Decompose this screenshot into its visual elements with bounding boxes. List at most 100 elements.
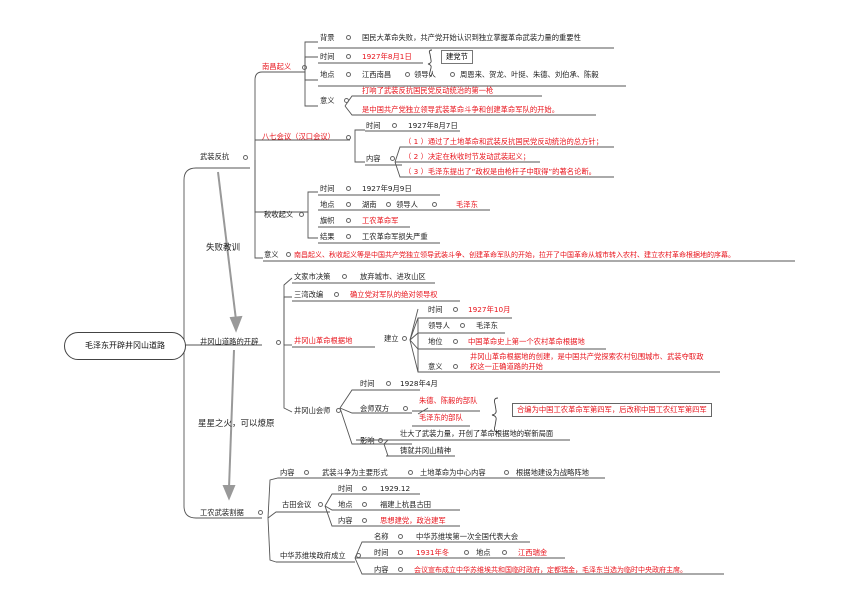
collapse-icon[interactable] — [299, 212, 304, 217]
node-soviet[interactable]: 中华苏维埃政府成立 — [280, 551, 346, 560]
arrow-label-spark: 星星之火，可以燎原 — [198, 419, 275, 429]
nanchang-time-key: 时间 — [320, 52, 335, 61]
soviet-content-key: 内容 — [374, 565, 389, 574]
collapse-icon[interactable] — [402, 336, 407, 341]
collapse-icon[interactable] — [346, 234, 351, 239]
collapse-icon[interactable] — [342, 274, 347, 279]
baqi-content-1: （ 1 ）通过了土地革命和武装反抗国民党反动统治的总方针； — [404, 137, 603, 146]
root-node[interactable]: 毛泽东开辟井冈山道路 — [64, 332, 186, 360]
collapse-icon[interactable] — [346, 186, 351, 191]
collapse-icon[interactable] — [398, 550, 403, 555]
huishi-impact-key: 影响 — [360, 436, 375, 445]
qiushou-leader-key: 领导人 — [396, 200, 418, 209]
qiushou-result-key: 结果 — [320, 232, 335, 241]
huishi-side-2: 毛泽东的部队 — [419, 413, 463, 422]
node-huishi[interactable]: 井冈山会师 — [294, 406, 331, 415]
collapse-icon[interactable] — [398, 567, 403, 572]
collapse-icon[interactable] — [453, 339, 458, 344]
node-base[interactable]: 井冈山革命根据地 — [294, 336, 353, 345]
collapse-icon[interactable] — [450, 72, 455, 77]
collapse-icon[interactable] — [276, 340, 281, 345]
soviet-name-value: 中华苏维埃第一次全国代表大会 — [416, 532, 519, 541]
node-gutian[interactable]: 古田会议 — [282, 500, 312, 509]
collapse-icon[interactable] — [464, 550, 469, 555]
nanchang-time-value: 1927年8月1日 — [362, 52, 412, 61]
collapse-icon[interactable] — [398, 534, 403, 539]
arrow-label-failure-lesson: 失败教训 — [206, 243, 241, 253]
baqi-time-key: 时间 — [366, 121, 381, 130]
node-baqi[interactable]: 八七会议（汉口会议） — [262, 132, 335, 141]
nanchang-sig-key: 意义 — [320, 96, 335, 105]
collapse-icon[interactable] — [334, 292, 339, 297]
huishi-time-key: 时间 — [360, 379, 375, 388]
b3-content-key: 内容 — [280, 468, 295, 477]
baqi-time-value: 1927年8月7日 — [408, 121, 458, 130]
collapse-icon[interactable] — [453, 307, 458, 312]
collapse-icon[interactable] — [336, 408, 341, 413]
branch-jinggangshan[interactable]: 井冈山道路的开辟 — [200, 337, 259, 346]
collapse-icon[interactable] — [302, 65, 307, 70]
nanchang-place-key: 地点 — [320, 70, 335, 79]
base-sig-1: 井冈山革命根据地的创建，是中国共产党探索农村包围城市、武装夺取政 — [470, 352, 704, 361]
node-qiushou[interactable]: 秋收起义 — [264, 210, 294, 219]
collapse-icon[interactable] — [346, 54, 351, 59]
gutian-content-value: 思想建党，政治建军 — [380, 516, 446, 525]
soviet-place-key: 地点 — [476, 548, 491, 557]
collapse-icon[interactable] — [403, 406, 408, 411]
huishi-side-1: 朱德、陈毅的部队 — [419, 396, 478, 405]
collapse-icon[interactable] — [356, 553, 361, 558]
gutian-content-key: 内容 — [338, 516, 353, 525]
collapse-icon[interactable] — [362, 518, 367, 523]
founding-day-note: 建党节 — [441, 50, 473, 64]
collapse-icon[interactable] — [346, 218, 351, 223]
collapse-icon[interactable] — [504, 470, 509, 475]
qiushou-place-key: 地点 — [320, 200, 335, 209]
collapse-icon[interactable] — [386, 381, 391, 386]
base-sig-2: 权这一正确道路的开始 — [470, 362, 543, 371]
baqi-content-key: 内容 — [366, 154, 381, 163]
collapse-icon[interactable] — [405, 72, 410, 77]
b3-content-3: 根据地建设为战略阵地 — [516, 468, 589, 477]
b3-content-1: 武装斗争为主要形式 — [322, 468, 388, 477]
huishi-impact-1: 壮大了武装力量，开创了革命根据地的崭新局面 — [400, 429, 554, 438]
collapse-icon[interactable] — [346, 35, 351, 40]
collapse-icon[interactable] — [453, 364, 458, 369]
collapse-icon[interactable] — [408, 470, 413, 475]
collapse-icon[interactable] — [392, 123, 397, 128]
collapse-icon[interactable] — [344, 98, 349, 103]
collapse-icon[interactable] — [386, 202, 391, 207]
collapse-icon[interactable] — [346, 135, 351, 140]
branch-armed-separatism[interactable]: 工农武装割据 — [200, 508, 244, 517]
huishi-impact-2: 铸就井冈山精神 — [400, 446, 452, 455]
qiushou-place-value: 湖南 — [362, 200, 377, 209]
collapse-icon[interactable] — [318, 502, 323, 507]
collapse-icon[interactable] — [362, 502, 367, 507]
sanwan-value: 确立党对军队的绝对领导权 — [350, 290, 438, 299]
collapse-icon[interactable] — [243, 155, 248, 160]
b3-content-2: 土地革命为中心内容 — [420, 468, 486, 477]
soviet-name-key: 名称 — [374, 532, 389, 541]
collapse-icon[interactable] — [258, 510, 263, 515]
collapse-icon[interactable] — [502, 550, 507, 555]
nanchang-leader-value: 周恩来、贺龙、叶挺、朱德、刘伯承、陈毅 — [460, 70, 599, 79]
base-leader-value: 毛泽东 — [476, 321, 498, 330]
base-pos-key: 地位 — [428, 337, 443, 346]
collapse-icon[interactable] — [390, 156, 395, 161]
nanchang-bg-key: 背景 — [320, 33, 335, 42]
collapse-icon[interactable] — [378, 438, 383, 443]
collapse-icon[interactable] — [286, 252, 291, 257]
base-pos-value: 中国革命史上第一个农村革命根据地 — [468, 337, 585, 346]
collapse-icon[interactable] — [346, 72, 351, 77]
b1-sig-value: 南昌起义、秋收起义等是中国共产党独立领导武装斗争、创建革命军队的开始，拉开了中国… — [294, 251, 735, 259]
collapse-icon[interactable] — [346, 202, 351, 207]
soviet-place-value: 江西瑞金 — [518, 548, 548, 557]
collapse-icon[interactable] — [304, 470, 309, 475]
node-nanchang[interactable]: 南昌起义 — [262, 62, 292, 71]
huishi-sides-key: 会师双方 — [360, 404, 390, 413]
branch-armed-resistance[interactable]: 武装反抗 — [200, 152, 230, 161]
collapse-icon[interactable] — [460, 323, 465, 328]
collapse-icon[interactable] — [432, 202, 437, 207]
collapse-icon[interactable] — [362, 486, 367, 491]
base-build-key: 建立 — [384, 334, 399, 343]
